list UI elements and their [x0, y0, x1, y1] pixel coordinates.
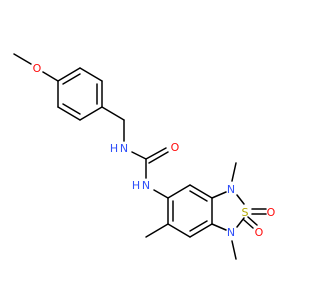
bond-ring-4 [79, 106, 103, 121]
bond-ring-1 [57, 67, 81, 82]
amide-nitrogen-bottom-label: N [142, 179, 150, 192]
ring-nitrogen-bottom-label: N [227, 226, 235, 239]
bond-c-n-top [211, 191, 227, 199]
bond-o-ring [42, 71, 59, 82]
bond-aryl-5 [167, 223, 191, 238]
bond-s-o-bottom-1 [243, 219, 254, 229]
bond-n-bottom-methyl [231, 240, 237, 260]
carbonyl-oxygen-label: O [171, 141, 180, 154]
bond-ring-double-1 [62, 73, 81, 85]
bond-n-top-methyl [231, 162, 237, 182]
amide-hydrogen-top-label: H [110, 142, 118, 155]
atom-labels: O O N H N H N N S O O [33, 62, 276, 239]
sulfur-label: S [242, 206, 249, 219]
molecule-structure: O O N H N H N N S O O [13, 53, 276, 260]
bond-ring-2 [79, 67, 103, 82]
bond-methyl-o [13, 53, 32, 65]
ring-nitrogen-top-label: N [227, 183, 235, 196]
bond-carbonyl-o-1 [145, 147, 167, 160]
bond-aryl-1 [167, 184, 191, 199]
sulfonyl-oxygen-bottom-label: O [255, 226, 264, 239]
bond-ring-5 [57, 106, 81, 121]
bond-ring-ch2 [101, 106, 125, 121]
sulfonyl-oxygen-right-label: O [267, 206, 276, 219]
bond-nh-carbonyl [131, 151, 147, 160]
amide-nitrogen-top-label: N [120, 142, 128, 155]
bond-aryl-2 [189, 184, 213, 199]
bond-carbonyl-o-2 [148, 151, 169, 164]
bond-ring-double-3 [62, 103, 81, 115]
bond-aryl-double-2 [189, 220, 208, 232]
bond-aryl-4 [189, 223, 213, 238]
bond-aryl-methyl [145, 223, 169, 238]
bond-s-n-bottom [236, 217, 245, 228]
bonds [13, 53, 267, 260]
methoxy-oxygen-label: O [33, 62, 42, 75]
bond-n-bottom-c [211, 223, 227, 231]
amide-hydrogen-bottom-label: H [132, 179, 140, 192]
bond-s-o-bottom-2 [247, 216, 258, 226]
bond-aryl-double-1 [189, 190, 208, 202]
bond-n-top-s [236, 194, 245, 205]
bond-nh-aryl [153, 189, 169, 199]
